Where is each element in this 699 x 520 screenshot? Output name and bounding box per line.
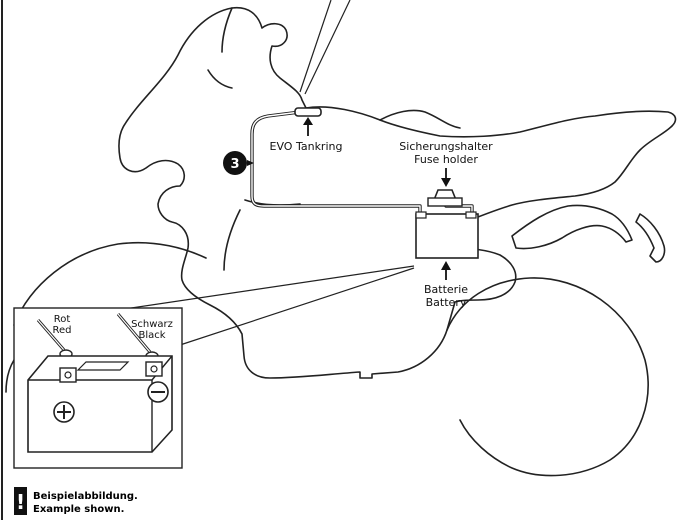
red-label-de: Rot <box>54 314 71 325</box>
black-label-de: Schwarz <box>131 319 173 330</box>
minus-symbol <box>147 381 169 403</box>
plus-symbol <box>53 401 75 423</box>
red-label-en: Red <box>53 325 72 336</box>
fuse-holder-callout: Sicherungshalter Fuse holder <box>399 140 493 187</box>
motorcycle-outline <box>5 6 677 477</box>
battery-label-en: Battery <box>426 296 467 309</box>
fuse-holder-part <box>427 189 463 207</box>
warning-line-2: Example shown. <box>33 504 124 515</box>
warning-icon: ! <box>16 490 25 514</box>
warning-line-1: Beispielabbildung. <box>33 491 138 502</box>
battery-callout: Batterie Battery <box>424 261 468 309</box>
step-marker: 3 <box>223 151 254 175</box>
zoom-cone <box>117 265 415 346</box>
battery-label-de: Batterie <box>424 283 468 296</box>
windshield-rays <box>299 0 351 95</box>
battery-small <box>415 211 479 259</box>
step-marker-number: 3 <box>230 157 239 172</box>
black-label-en: Black <box>138 330 165 341</box>
tank-ring-part <box>294 107 322 117</box>
fuse-holder-label-en: Fuse holder <box>414 153 478 166</box>
fuse-holder-label-de: Sicherungshalter <box>399 140 493 153</box>
tank-ring-label: EVO Tankring <box>270 140 343 153</box>
warning-note: ! Beispielabbildung. Example shown. <box>14 487 138 515</box>
battery-detail-inset: Rot Red Schwarz Black <box>13 307 183 469</box>
tank-ring-callout: EVO Tankring <box>270 117 343 153</box>
